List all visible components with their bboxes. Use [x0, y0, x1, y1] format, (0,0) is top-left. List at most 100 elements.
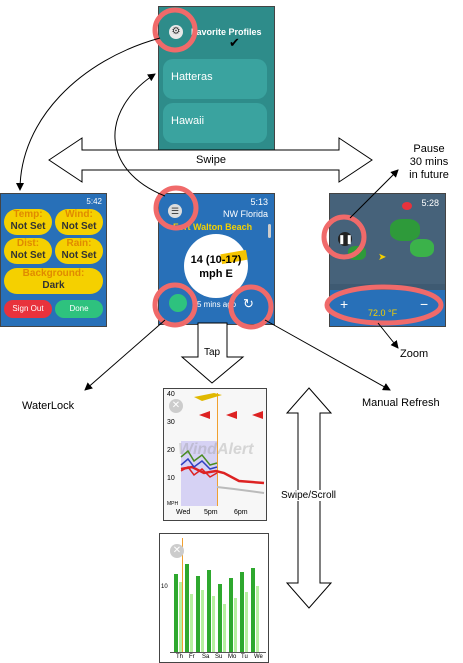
- forecast-y-tick: 10: [161, 584, 168, 590]
- radar-echo-4: [402, 202, 412, 210]
- zoom-out-button[interactable]: −: [420, 296, 429, 312]
- forecast-x-tick: Tu: [241, 654, 248, 660]
- swipe-arrow: [48, 137, 373, 183]
- forecast-now-line: [182, 538, 183, 652]
- location-arrow-icon: ➤: [378, 252, 387, 263]
- forecast-x-tick: Su: [215, 654, 223, 660]
- wind-graph-screen: 40 30 20 10 MPH WindAlert Wed 5pm 6pm ✕: [163, 388, 267, 521]
- highlight-ring-pause: [321, 214, 367, 260]
- highlight-ring-zoom: [324, 284, 444, 326]
- forecast-line-gray: [216, 486, 265, 494]
- main-spot[interactable]: Fort Walton Beach: [173, 222, 253, 232]
- close-icon[interactable]: ✕: [170, 544, 184, 558]
- settings-gear-icon[interactable]: ⚙: [169, 25, 183, 39]
- favorites-title: Favorite Profiles: [191, 27, 262, 37]
- wind-arrow-icon: [199, 411, 210, 419]
- graph-y-tick: 10: [167, 475, 175, 482]
- refresh-icon[interactable]: ↻: [243, 296, 254, 311]
- manual-refresh-label: Manual Refresh: [362, 397, 440, 409]
- swipe-label: Swipe: [196, 154, 226, 166]
- temp-label: Temp:: [13, 209, 43, 220]
- favorite-item-hatteras[interactable]: Hatteras: [163, 59, 267, 99]
- main-screen: 5:13 NW Florida Fort Walton Beach 14 (10…: [158, 193, 275, 325]
- graph-x-tick: Wed: [176, 509, 191, 516]
- zoom-arrow: [377, 322, 399, 349]
- done-button[interactable]: Done: [55, 300, 103, 318]
- dist-setting-button[interactable]: Dist: Not Set: [4, 238, 52, 264]
- wind-value: Not Set: [61, 221, 97, 232]
- background-label: Background:: [22, 268, 85, 279]
- gust-line: [180, 465, 265, 485]
- graph-y-unit: MPH: [167, 501, 179, 507]
- favorites-screen: ⚙ Favorite Profiles ✔ Hatteras Hawaii: [158, 6, 275, 151]
- wind-speed: 14 (10-17): [190, 254, 242, 266]
- pause-label: Pause 30 mins in future: [409, 143, 449, 181]
- favorite-item-hawaii[interactable]: Hawaii: [163, 103, 267, 143]
- forecast-bar: [245, 592, 248, 652]
- forecast-bar: [240, 572, 244, 652]
- forecast-bar: [179, 582, 182, 652]
- radar-time: 5:28: [421, 198, 439, 208]
- menu-list-icon[interactable]: ☰: [168, 204, 182, 218]
- water-drop-icon[interactable]: [169, 294, 187, 312]
- forecast-bar: [201, 590, 204, 652]
- graph-y-tick: 40: [167, 391, 175, 398]
- pause-icon[interactable]: ❚❚: [338, 232, 354, 246]
- main-time: 5:13: [250, 197, 268, 207]
- favorite-item-label: Hawaii: [171, 115, 205, 127]
- forecast-x-tick: Sa: [202, 654, 210, 660]
- graph-now-line: [217, 393, 218, 506]
- settings-screen: 5:42 Temp: Not Set Wind: Not Set Dist: N…: [0, 193, 107, 327]
- highlight-ring-refresh: [228, 284, 274, 330]
- graph-y-tick: 20: [167, 447, 175, 454]
- forecast-bars: [170, 538, 266, 653]
- dist-value: Not Set: [10, 250, 46, 261]
- wind-line-red: [180, 466, 218, 478]
- background-value: Dark: [42, 280, 65, 291]
- wind-graph-lines: [180, 393, 265, 494]
- rain-value: Not Set: [61, 250, 97, 261]
- wind-line-blue: [180, 457, 218, 470]
- forecast-bar: [174, 574, 178, 652]
- updated-time: 5 mins ago: [197, 300, 237, 309]
- forecast-bar: [223, 604, 226, 652]
- pause-arrow: [349, 169, 399, 219]
- refresh-arrow: [264, 319, 391, 391]
- forecast-bar: [185, 564, 189, 652]
- forecast-axis: [170, 652, 266, 653]
- forecast-bar: [234, 598, 237, 652]
- forecast-x-tick: We: [254, 654, 263, 660]
- graph-x-tick: 5pm: [204, 509, 218, 516]
- scroll-indicator: [268, 224, 271, 238]
- background-setting-button[interactable]: Background: Dark: [4, 268, 103, 294]
- forecast-screen: 10 Th Fr Sa Su Mo Tu We ✕: [159, 533, 269, 663]
- forecast-x-tick: Fr: [189, 654, 195, 660]
- main-region: NW Florida: [222, 209, 268, 219]
- wind-dial: [184, 234, 248, 298]
- forecast-bar: [212, 596, 215, 652]
- rain-setting-button[interactable]: Rain: Not Set: [55, 238, 103, 264]
- menu-to-favorites-arrow: [114, 73, 166, 197]
- radar-echo-1: [390, 219, 420, 241]
- graph-x-tick: 6pm: [234, 509, 248, 516]
- graph-y-tick: 30: [167, 419, 175, 426]
- forecast-bar: [256, 586, 259, 652]
- wind-label: Wind:: [65, 209, 93, 220]
- temp-setting-button[interactable]: Temp: Not Set: [4, 209, 52, 235]
- wind-arrow-icon: [252, 411, 263, 419]
- wind-setting-button[interactable]: Wind: Not Set: [55, 209, 103, 235]
- sign-out-button[interactable]: Sign Out: [4, 300, 52, 318]
- zoom-in-button[interactable]: +: [340, 296, 349, 312]
- forecast-bar: [207, 570, 211, 652]
- rain-label: Rain:: [66, 238, 92, 249]
- close-icon[interactable]: ✕: [169, 399, 183, 413]
- forecast-bar: [218, 584, 222, 652]
- checkmark-icon: ✔: [229, 35, 240, 50]
- graph-watermark: WindAlert: [178, 441, 254, 458]
- radar-echo-2: [410, 239, 434, 257]
- wind-line-green: [180, 449, 218, 466]
- dist-label: Dist:: [16, 238, 40, 249]
- forecast-x-tick: Mo: [228, 654, 237, 660]
- radar-temperature: 72.0 °F: [368, 308, 398, 318]
